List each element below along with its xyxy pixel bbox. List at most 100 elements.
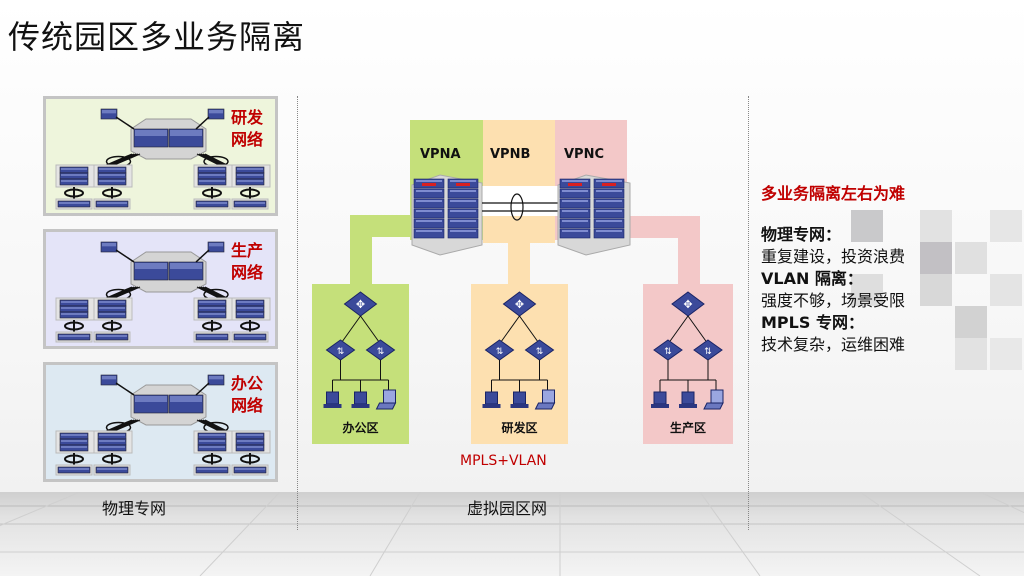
stack-switch-icon: [235, 178, 265, 186]
stack-module-icon: [559, 218, 591, 229]
core-switch-icon: [168, 394, 204, 414]
stack-switch-icon: [197, 299, 227, 307]
stack-module-icon: [559, 208, 591, 219]
stack-switch-icon: [235, 444, 265, 452]
tile: [990, 210, 1022, 242]
stack-switch-icon: [59, 305, 89, 313]
stack-switch-icon: [97, 311, 127, 319]
core-switch-left: [411, 174, 483, 256]
zone-label: 研发区: [501, 421, 538, 435]
router-glyph: ✥: [515, 298, 524, 311]
link: [115, 382, 135, 396]
stack-switch-icon: [59, 178, 89, 186]
link-aggregation-icon: [202, 321, 222, 331]
module-highlight: [450, 200, 476, 202]
router-icon: [100, 241, 118, 253]
link-aggregation-icon: [64, 188, 84, 198]
physical-network-panel: 研发 网络: [43, 96, 278, 216]
summary-item-desc: 强度不够，场景受限: [761, 291, 906, 310]
stack-module-icon: [559, 188, 591, 199]
laptop-base: [703, 402, 724, 410]
module-highlight: [450, 220, 476, 222]
link-aggregation-icon: [64, 321, 84, 331]
tile: [955, 338, 987, 370]
core-switch-icon: [133, 128, 169, 148]
stack-switch-icon: [235, 311, 265, 319]
link-aggregation-icon: [102, 454, 122, 464]
link-aggregation-icon: [202, 188, 222, 198]
stack-switch-icon: [197, 438, 227, 446]
status-led: [602, 183, 616, 186]
keyboard: [679, 404, 697, 408]
switch-glyph: ⇅: [664, 347, 672, 357]
desktop-pc-icon: [653, 391, 667, 405]
module-highlight: [416, 220, 442, 222]
access-switch-icon: [57, 466, 91, 474]
network-label-line2: 网络: [230, 130, 263, 149]
module-highlight: [562, 180, 588, 182]
zone-rnd: ✥⇅⇅ 研发区: [471, 284, 568, 444]
network-label: 生产 网络: [229, 240, 265, 284]
link: [519, 315, 540, 345]
keyboard: [482, 404, 501, 408]
stack-switch-icon: [59, 166, 89, 174]
stack-module-icon: [559, 198, 591, 209]
router-icon: [207, 374, 225, 386]
keyboard: [651, 404, 669, 408]
module-highlight: [562, 190, 588, 192]
tile: [955, 306, 987, 338]
access-switch-icon: [195, 333, 229, 341]
zone-label: 生产区: [669, 421, 706, 435]
switch-glyph: ⇅: [377, 347, 385, 357]
desktop-pc-icon: [513, 391, 526, 405]
link-aggregation-icon: [64, 454, 84, 464]
keyboard: [351, 404, 370, 408]
zone-topology: ✥⇅⇅: [323, 291, 397, 410]
floor-grid: [0, 492, 1024, 576]
router-icon: [207, 241, 225, 253]
summary-item-title: MPLS 专网：: [761, 313, 864, 332]
page-title: 传统园区多业务隔离: [8, 18, 306, 56]
keyboard: [323, 404, 342, 408]
vpn-b-label: VPNB: [490, 147, 531, 162]
stack-switch-icon: [197, 432, 227, 440]
access-switch-icon: [95, 466, 129, 474]
network-label-line2: 网络: [230, 263, 263, 282]
router-icon: [100, 374, 118, 386]
stack-module-icon: [413, 198, 445, 209]
network-topology: [55, 108, 271, 210]
module-highlight: [450, 190, 476, 192]
stack-switch-icon: [97, 299, 127, 307]
stack-switch-icon: [59, 438, 89, 446]
access-switch-icon: [95, 333, 129, 341]
stack-switch-icon: [97, 432, 127, 440]
stack-switch-icon: [197, 444, 227, 452]
summary-item-desc: 技术复杂，运维困难: [761, 335, 906, 354]
switch-glyph: ⇅: [536, 347, 544, 357]
tile: [851, 274, 883, 306]
tile: [955, 242, 987, 274]
stack-switch-icon: [197, 172, 227, 180]
link-aggregation-icon: [240, 321, 260, 331]
stack-switch-icon: [235, 432, 265, 440]
keyboard: [510, 404, 529, 408]
stack-switch-icon: [197, 305, 227, 313]
tile: [990, 274, 1022, 306]
stack-module-icon: [447, 228, 479, 239]
vpn-c-label: VPNC: [564, 147, 605, 162]
tile: [851, 210, 883, 242]
module-highlight: [450, 230, 476, 232]
link: [195, 382, 210, 396]
summary-list: 物理专网： 重复建设，投资浪费 VLAN 隔离： 强度不够，场景受限 MPLS …: [761, 224, 905, 356]
access-switch-icon: [233, 333, 267, 341]
vpn-b-connector: [508, 240, 530, 285]
stack-switch-icon: [97, 172, 127, 180]
stack-module-icon: [593, 198, 625, 209]
stack-module-icon: [593, 208, 625, 219]
access-switch-icon: [95, 200, 129, 208]
stack-module-icon: [447, 188, 479, 199]
laptop-base: [375, 402, 397, 410]
core-switch-icon: [168, 261, 204, 281]
stack-switch-icon: [97, 166, 127, 174]
virtual-caption: 虚拟园区网: [467, 499, 548, 518]
